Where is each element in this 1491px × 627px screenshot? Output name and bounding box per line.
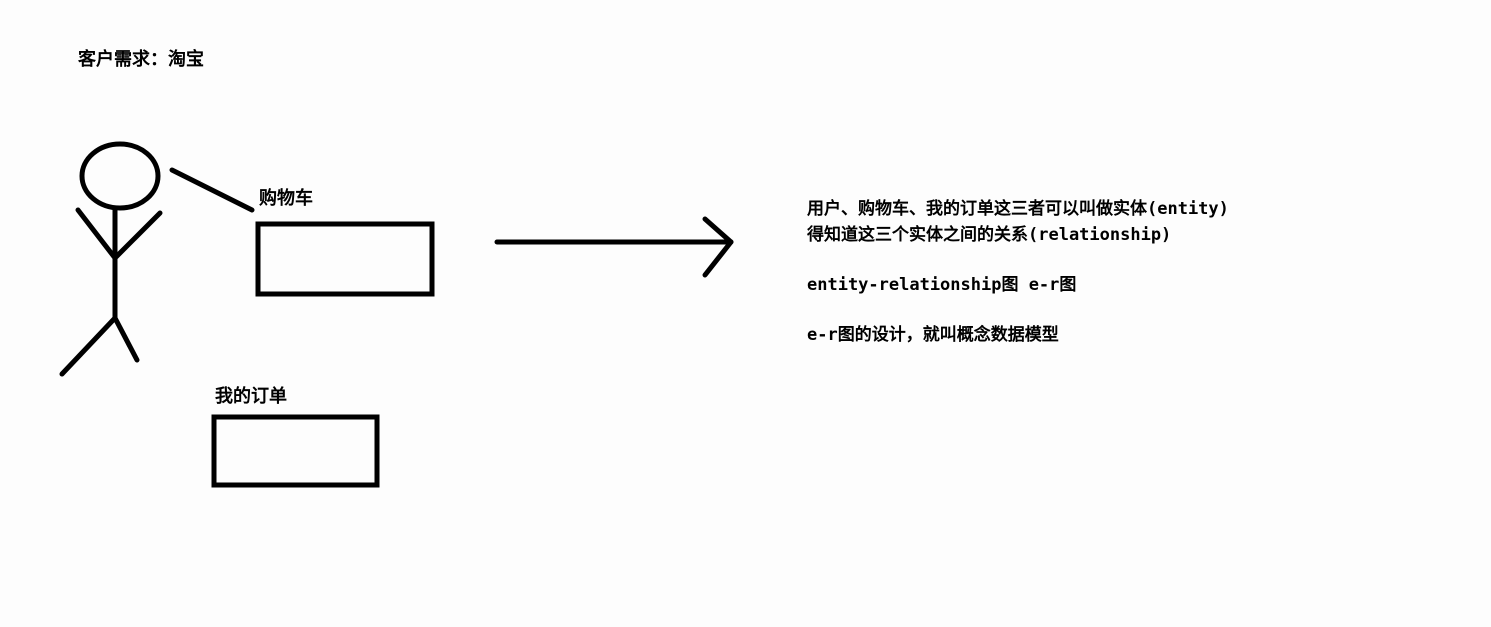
user-right-leg	[112, 315, 140, 363]
note-conceptual-model: e-r图的设计，就叫概念数据模型	[807, 325, 1059, 345]
note-er-diagram: entity-relationship图 e-r图	[807, 275, 1077, 295]
orders-entity-box	[211, 414, 380, 488]
note-entities: 用户、购物车、我的订单这三者可以叫做实体(entity)	[807, 199, 1229, 219]
user-cart-connector	[169, 167, 255, 213]
user-stick-figure	[59, 141, 163, 377]
arrow	[494, 216, 734, 278]
user-left-leg	[59, 315, 118, 377]
cart-entity-label: 购物车	[259, 188, 313, 209]
arrow-head	[702, 216, 734, 278]
note-relationship: 得知道这三个实体之间的关系(relationship)	[807, 225, 1172, 245]
explanation-notes: 用户、购物车、我的订单这三者可以叫做实体(entity) 得知道这三个实体之间的…	[807, 196, 1229, 348]
user-left-arm	[75, 207, 118, 261]
page-title: 客户需求：淘宝	[78, 49, 204, 70]
user-head	[79, 141, 161, 211]
cart-entity-box	[255, 221, 435, 297]
user-right-arm	[112, 210, 163, 261]
orders-entity-label: 我的订单	[215, 386, 287, 407]
